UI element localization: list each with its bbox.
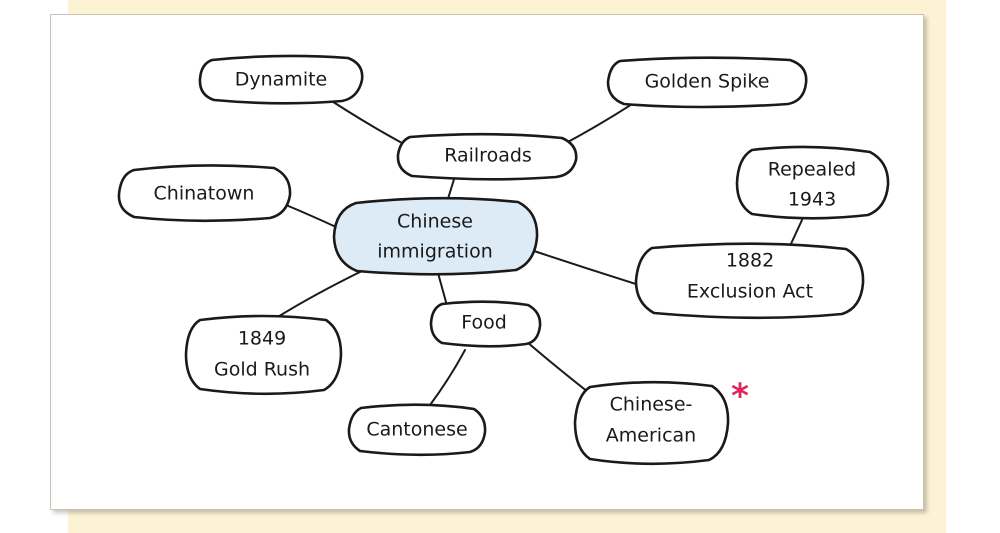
node-exclusion-line1: 1882 bbox=[726, 250, 774, 272]
node-repealed-line1: Repealed bbox=[768, 159, 856, 181]
node-gold-rush: 1849 Gold Rush bbox=[184, 314, 343, 396]
node-gold-rush-line2: Gold Rush bbox=[214, 359, 310, 381]
node-center-line1: Chinese bbox=[397, 211, 473, 233]
node-golden-spike: Golden Spike bbox=[606, 56, 808, 109]
node-chinatown-label: Chinatown bbox=[154, 183, 255, 205]
connector-repealed-exclusion bbox=[789, 219, 803, 247]
node-cantonese-label: Cantonese bbox=[366, 419, 467, 441]
node-cantonese: Cantonese bbox=[347, 403, 487, 457]
node-center-line2: immigration bbox=[377, 241, 492, 263]
connector-chinatown-center bbox=[285, 204, 337, 228]
node-food: Food bbox=[429, 300, 542, 348]
connector-center-food bbox=[437, 272, 447, 303]
connector-food-cantonese bbox=[429, 349, 466, 406]
node-chinese-american-line1: Chinese- bbox=[610, 394, 693, 416]
node-golden-spike-label: Golden Spike bbox=[645, 71, 770, 93]
node-chinatown: Chinatown bbox=[117, 164, 292, 223]
node-exclusion-act: 1882 Exclusion Act bbox=[634, 242, 865, 320]
node-gold-rush-line1: 1849 bbox=[238, 328, 286, 350]
asterisk-marker: * bbox=[731, 377, 749, 417]
node-repealed-line2: 1943 bbox=[788, 189, 836, 211]
node-chinese-american: Chinese- American bbox=[573, 380, 730, 466]
node-dynamite-label: Dynamite bbox=[235, 69, 328, 91]
node-food-label: Food bbox=[461, 312, 507, 334]
node-railroads-label: Railroads bbox=[444, 145, 532, 167]
node-railroads: Railroads bbox=[396, 132, 578, 181]
connector-center-exclusion bbox=[533, 250, 637, 285]
connector-food-chineseamerican bbox=[526, 341, 589, 393]
node-exclusion-line2: Exclusion Act bbox=[687, 281, 813, 303]
node-center: Chinese immigration bbox=[332, 196, 539, 276]
node-chinese-american-line2: American bbox=[606, 425, 696, 447]
node-dynamite: Dynamite bbox=[198, 54, 364, 105]
node-repealed: Repealed 1943 bbox=[735, 145, 890, 220]
connector-center-goldrush bbox=[275, 270, 363, 319]
